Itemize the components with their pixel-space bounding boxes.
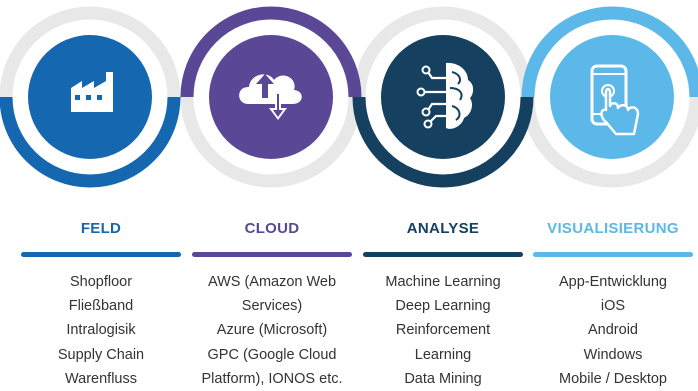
list-item: Data Mining xyxy=(404,370,482,387)
list-item: Supply Chain xyxy=(57,346,145,363)
list-item: Mobile / Desktop xyxy=(559,370,667,387)
list-item: iOS xyxy=(600,298,626,315)
list-item: Services) xyxy=(241,298,303,315)
list-item: Windows xyxy=(583,346,643,363)
column-items: Shopfloor Fließband Intralogisik Supply … xyxy=(21,270,181,391)
smartphone-touch-icon xyxy=(590,64,640,136)
column-items: Machine Learning Deep Learning Reinforce… xyxy=(363,270,523,391)
column-divider xyxy=(363,252,523,257)
list-item: Deep Learning xyxy=(395,298,491,315)
list-item: Azure (Microsoft) xyxy=(216,322,328,339)
cloud-upload-download-icon xyxy=(239,74,302,120)
list-item: Android xyxy=(588,322,638,339)
column-divider xyxy=(192,252,352,257)
list-item: Warenfluss xyxy=(65,370,137,387)
column-title: CLOUD xyxy=(244,220,300,237)
list-item: Machine Learning xyxy=(385,274,501,290)
badge-analyse xyxy=(381,35,505,159)
list-item: Learning xyxy=(414,346,472,363)
list-item: Reinforcement xyxy=(395,322,491,339)
list-item: AWS (Amazon Web xyxy=(207,274,337,290)
process-rings xyxy=(0,6,698,188)
ring-arc-cloud xyxy=(180,6,362,98)
list-item: Shopfloor xyxy=(69,274,133,290)
list-item: App-Entwicklung xyxy=(559,274,667,290)
list-item: Intralogisik xyxy=(66,322,136,339)
circuit-brain-icon xyxy=(416,62,474,129)
column-divider xyxy=(533,252,693,257)
column-title: ANALYSE xyxy=(406,220,480,237)
list-item: GPC (Google Cloud xyxy=(207,346,337,363)
ring-arc-analyse xyxy=(352,96,534,188)
list-item: Platform), IONOS etc. xyxy=(201,370,343,387)
column-title: VISUALISIERUNG xyxy=(547,220,679,237)
column-items: AWS (Amazon Web Services) Azure (Microso… xyxy=(192,270,352,391)
column-divider xyxy=(21,252,181,257)
column-title: FELD xyxy=(80,220,122,237)
column-items: App-Entwicklung iOS Android Windows Mobi… xyxy=(533,270,693,391)
ring-arc-visualisierung xyxy=(521,6,698,98)
ring-arc-feld xyxy=(0,96,181,188)
badge-visualisierung xyxy=(550,35,674,159)
factory-icon xyxy=(71,72,113,112)
list-item: Fließband xyxy=(68,298,134,315)
